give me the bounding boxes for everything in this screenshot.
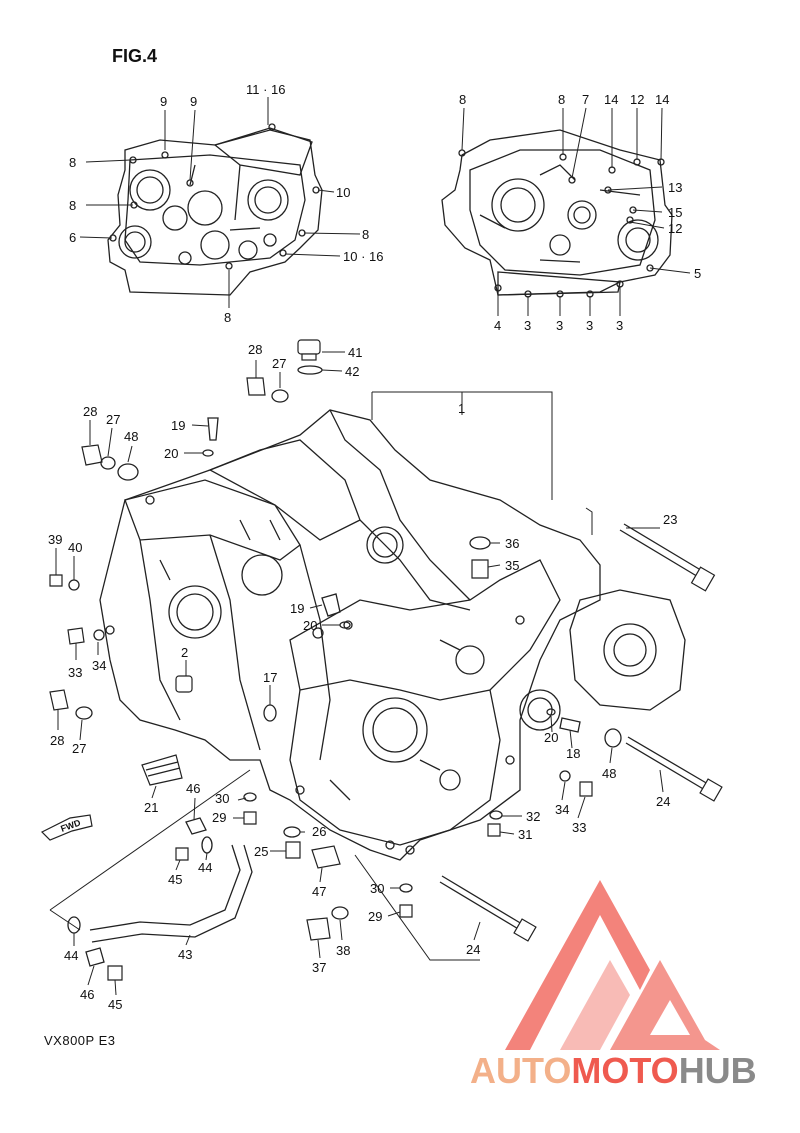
callout: 28 xyxy=(50,733,64,748)
svg-text:AUTOMOTOHUB: AUTOMOTOHUB xyxy=(470,1050,757,1091)
callout: 34 xyxy=(555,802,569,817)
callout: 5 xyxy=(694,266,701,281)
callout: 4 xyxy=(494,318,501,333)
watermark-part2: MOTO xyxy=(571,1050,678,1091)
callout: 12 xyxy=(668,221,682,236)
callout: 36 xyxy=(505,536,519,551)
callout: 9 xyxy=(190,94,197,109)
callout: 8 xyxy=(69,155,76,170)
callout: 21 xyxy=(144,800,158,815)
model-code: VX800P E3 xyxy=(44,1033,115,1048)
callout: 8 xyxy=(224,310,231,325)
callout: 20 xyxy=(544,730,558,745)
callout: 34 xyxy=(92,658,106,673)
callout: 30 xyxy=(370,881,384,896)
callout: 12 xyxy=(630,92,644,107)
watermark-part3: HUB xyxy=(679,1050,757,1091)
callout: 31 xyxy=(518,827,532,842)
left-view-leaders xyxy=(79,97,361,308)
callout: 19 xyxy=(290,601,304,616)
callout: 42 xyxy=(345,364,359,379)
callout: 8 xyxy=(362,227,369,242)
callout: 27 xyxy=(272,356,286,371)
callout: 10 xyxy=(336,185,350,200)
callout: 3 xyxy=(556,318,563,333)
watermark-logo xyxy=(505,880,720,1050)
callout: 13 xyxy=(668,180,682,195)
callout: 6 xyxy=(69,230,76,245)
callout: 29 xyxy=(368,909,382,924)
callout: 25 xyxy=(254,844,268,859)
callout: 35 xyxy=(505,558,519,573)
callout: 3 xyxy=(616,318,623,333)
crankcase-left-view xyxy=(107,123,323,296)
callout: 17 xyxy=(263,670,277,685)
callout: 24 xyxy=(466,942,480,957)
callout: 10 · 16 xyxy=(343,249,383,264)
callout: 20 xyxy=(164,446,178,461)
watermark-part1: AUTO xyxy=(470,1050,571,1091)
callout: 30 xyxy=(215,791,229,806)
forward-arrow: FWD xyxy=(40,814,93,841)
crankcase-assembly xyxy=(99,409,686,861)
watermark-wordmark: AUTOMOTOHUB xyxy=(470,1050,757,1091)
callout: 33 xyxy=(68,665,82,680)
callout: 45 xyxy=(168,872,182,887)
callout: 48 xyxy=(124,429,138,444)
main-callouts: 41 42 28 27 1 28 27 48 19 20 23 36 35 39… xyxy=(48,342,677,1012)
callout: 33 xyxy=(572,820,586,835)
callout: 41 xyxy=(348,345,362,360)
callout: 46 xyxy=(80,987,94,1002)
callout: 3 xyxy=(586,318,593,333)
callout: 27 xyxy=(72,741,86,756)
callout: 9 xyxy=(160,94,167,109)
callout: 37 xyxy=(312,960,326,975)
callout: 19 xyxy=(171,418,185,433)
callout: 2 xyxy=(181,645,188,660)
callout: 47 xyxy=(312,884,326,899)
callout: 45 xyxy=(108,997,122,1012)
figure-title: FIG.4 xyxy=(112,46,157,66)
callout: 39 xyxy=(48,532,62,547)
small-parts xyxy=(49,339,723,981)
right-view-callouts: 8 8 7 14 12 14 13 15 12 5 4 3 3 3 3 xyxy=(459,92,701,333)
left-view-callouts: 9 9 11 · 16 8 8 6 10 8 10 · 16 8 xyxy=(69,82,383,325)
callout: 1 xyxy=(458,401,465,416)
callout: 46 xyxy=(186,781,200,796)
callout: 43 xyxy=(178,947,192,962)
callout: 44 xyxy=(64,948,78,963)
callout: 48 xyxy=(602,766,616,781)
main-leaders xyxy=(49,351,664,996)
callout: 8 xyxy=(558,92,565,107)
callout: 40 xyxy=(68,540,82,555)
callout: 26 xyxy=(312,824,326,839)
callout: 8 xyxy=(69,198,76,213)
callout: 18 xyxy=(566,746,580,761)
callout: 44 xyxy=(198,860,212,875)
callout: 14 xyxy=(655,92,669,107)
callout: 28 xyxy=(248,342,262,357)
right-view-leaders xyxy=(461,107,691,316)
callout: 15 xyxy=(668,205,682,220)
callout: 29 xyxy=(212,810,226,825)
callout: 8 xyxy=(459,92,466,107)
callout: 28 xyxy=(83,404,97,419)
callout: 7 xyxy=(582,92,589,107)
callout: 20 xyxy=(303,618,317,633)
callout: 23 xyxy=(663,512,677,527)
callout: 27 xyxy=(106,412,120,427)
callout: 3 xyxy=(524,318,531,333)
callout: 24 xyxy=(656,794,670,809)
callout: 11 · 16 xyxy=(246,82,286,97)
callout: 14 xyxy=(604,92,618,107)
callout: 38 xyxy=(336,943,350,958)
callout: 32 xyxy=(526,809,540,824)
